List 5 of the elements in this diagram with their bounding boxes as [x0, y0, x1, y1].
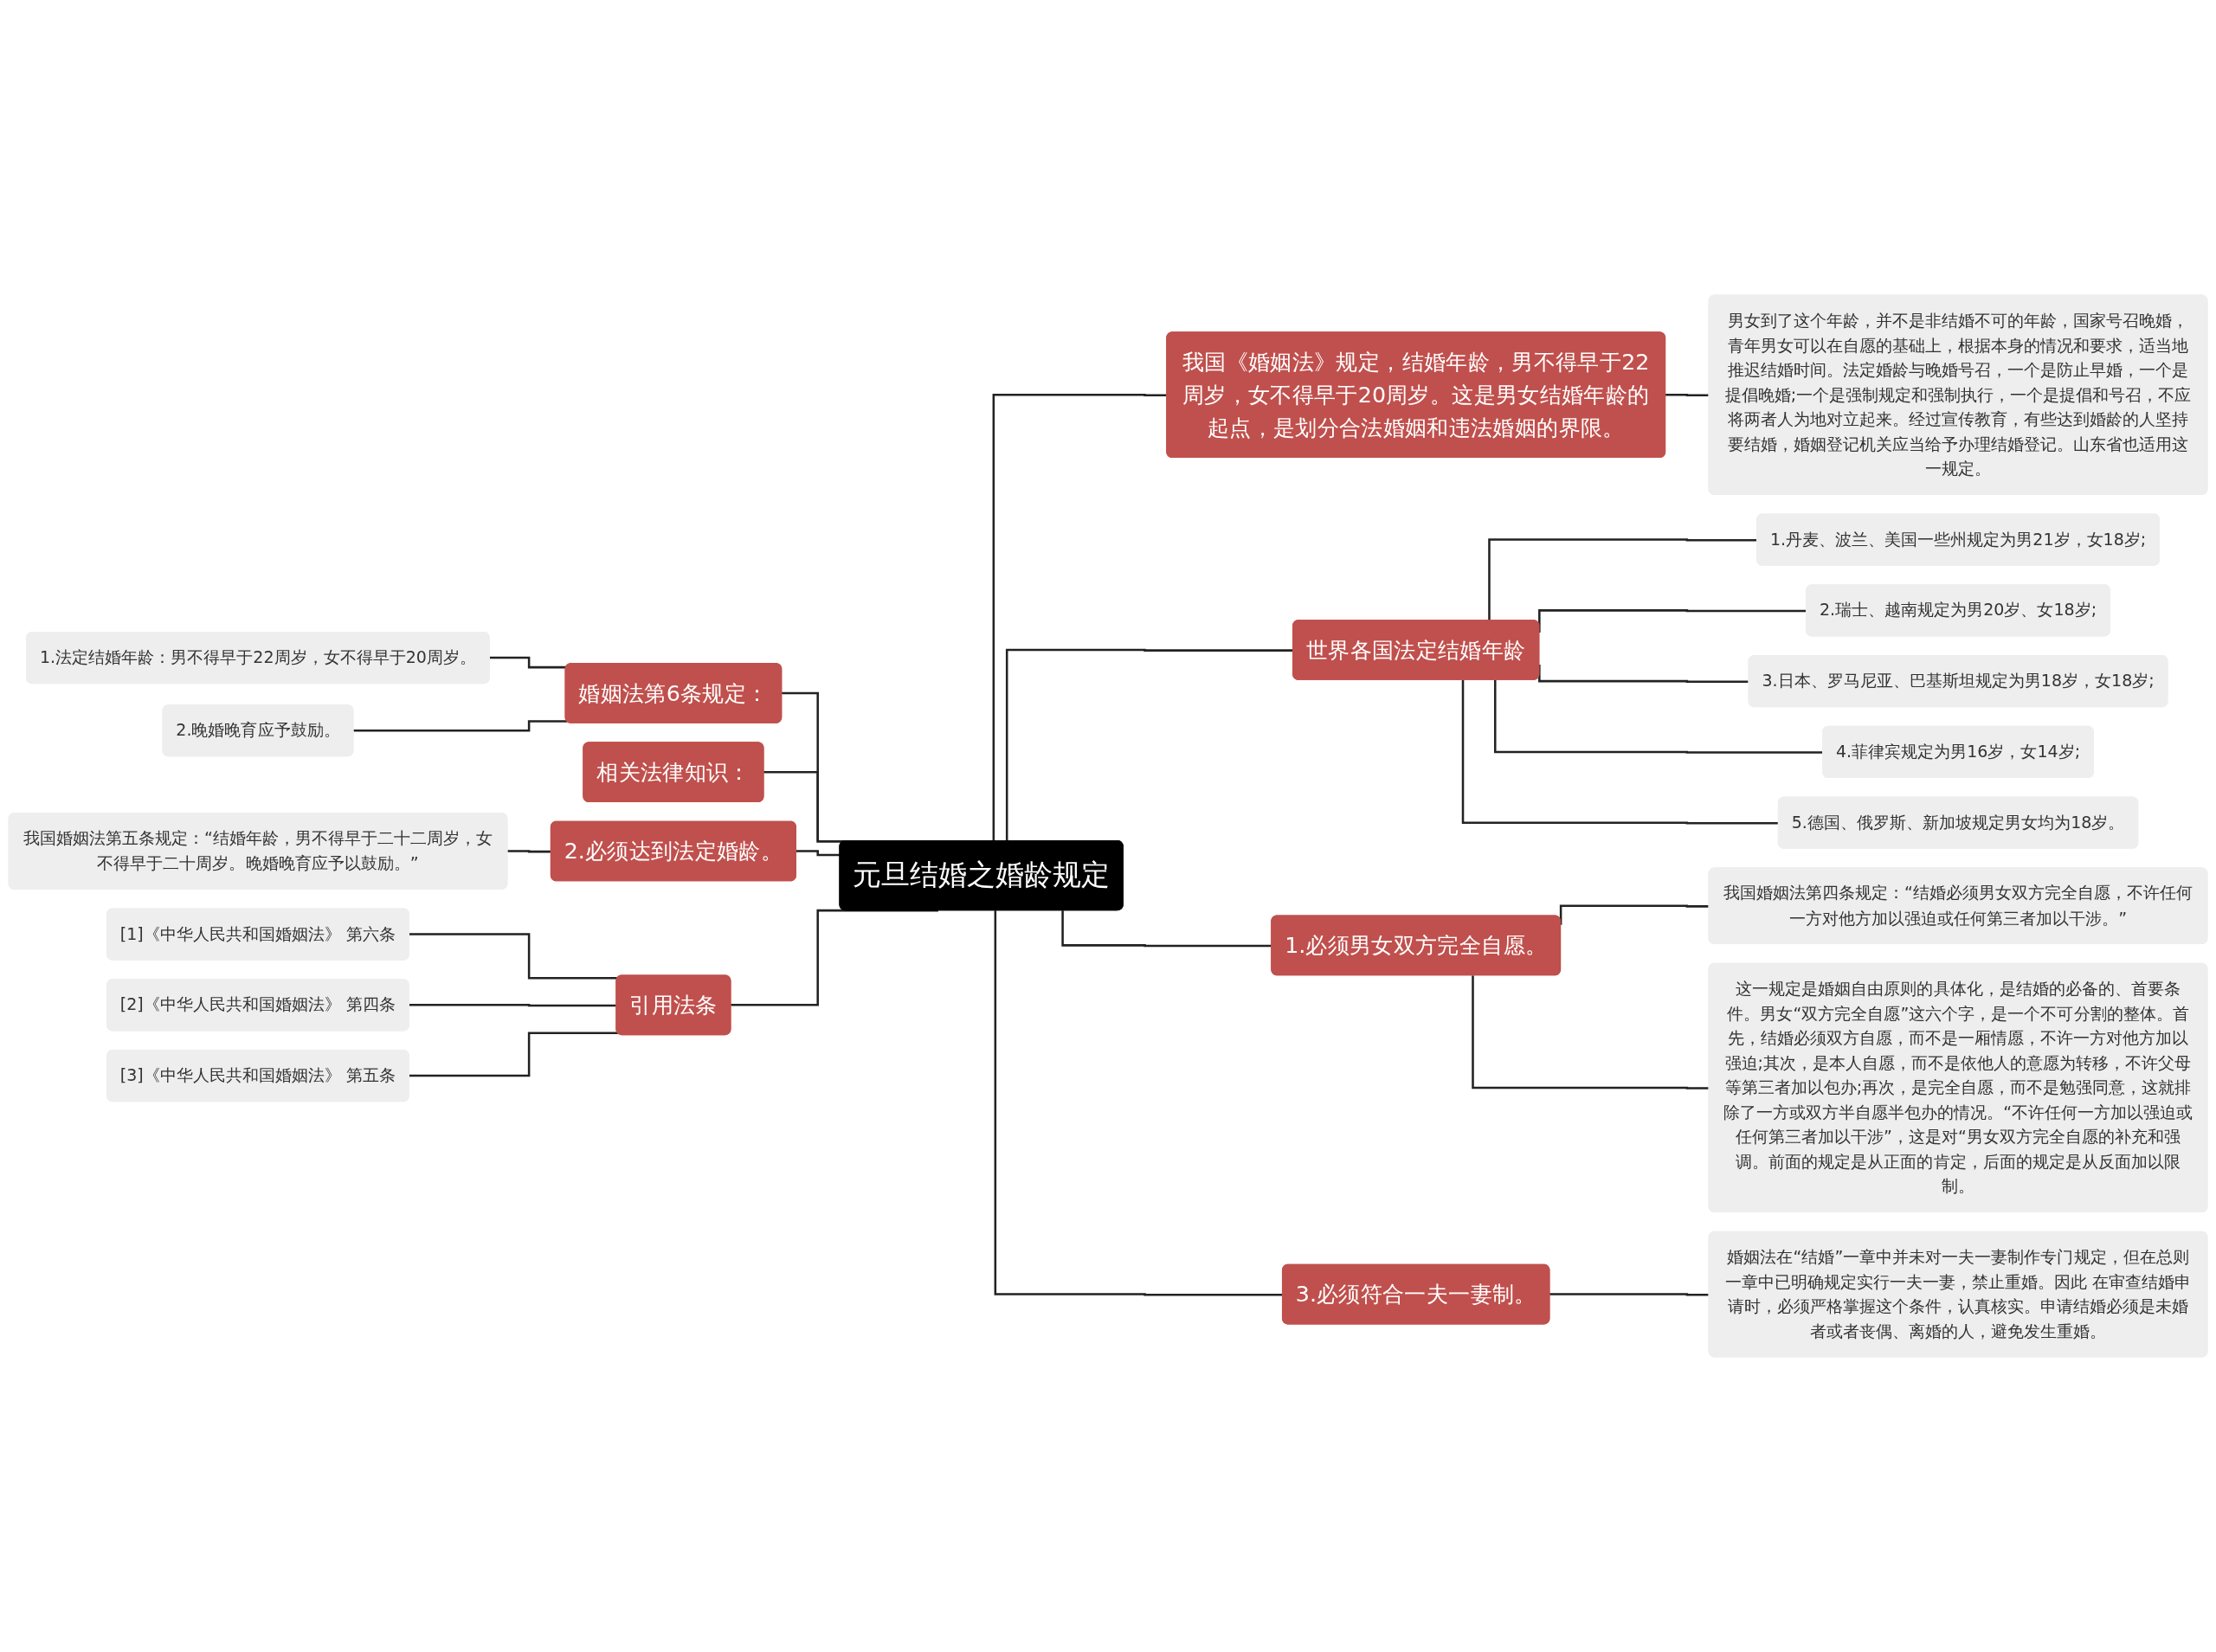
connector: [730, 909, 938, 1007]
connector: [1559, 904, 1710, 925]
connector: [1549, 1293, 1710, 1296]
connector: [352, 720, 568, 733]
connector: [1472, 975, 1710, 1090]
